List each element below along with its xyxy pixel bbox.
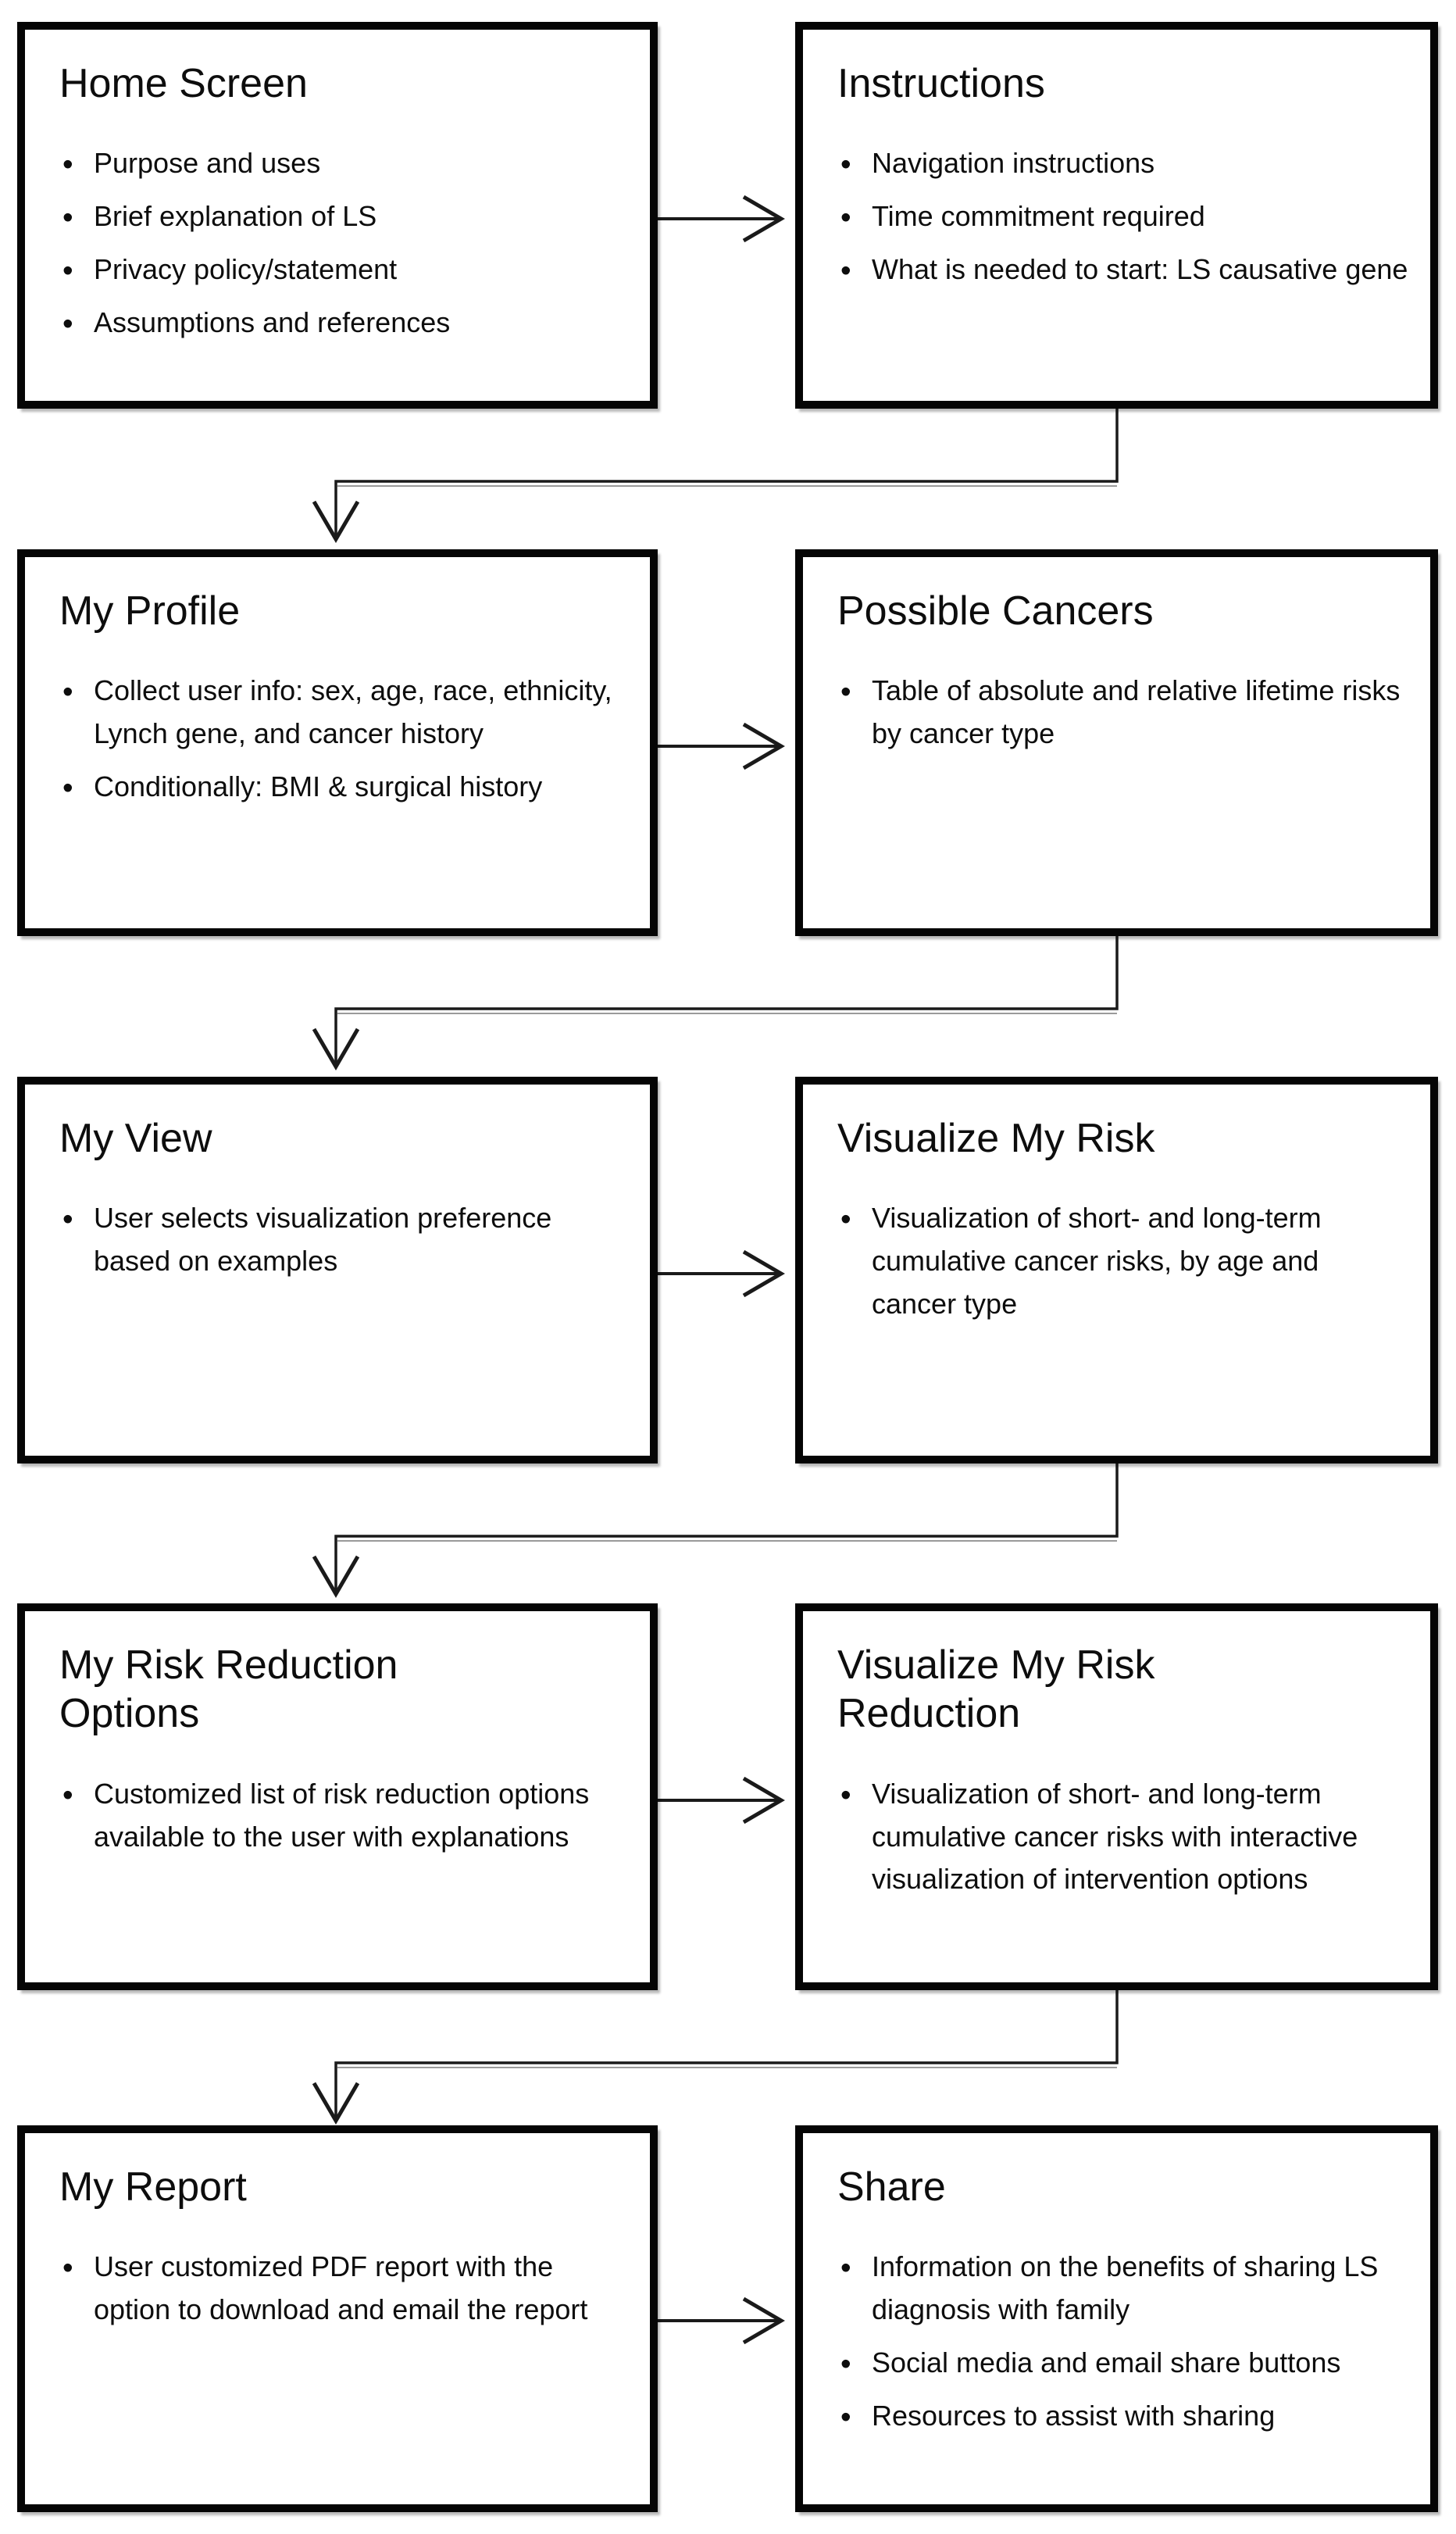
bullet-item: What is needed to start: LS causative ge… xyxy=(840,248,1410,294)
arrow-view-to-visualize-risk xyxy=(658,1249,785,1298)
arrow-options-to-visualize-reduction xyxy=(658,1776,785,1825)
box-title: Home Screen xyxy=(59,61,308,106)
box-bullet-list: Navigation instructionsTime commitment r… xyxy=(837,141,1410,294)
arrow-report-to-share xyxy=(658,2296,785,2345)
flow-box-share: Share Information on the benefits of sha… xyxy=(795,2125,1438,2512)
connector-visualize-reduction-to-report xyxy=(312,1989,1119,2125)
flow-box-my-risk-reduction-options: My Risk Reduction Options Customized lis… xyxy=(17,1603,658,1990)
connector-visualize-risk-to-options xyxy=(312,1463,1119,1598)
box-title: Visualize My Risk xyxy=(837,1116,1155,1161)
box-bullet-list: Collect user info: sex, age, race, ethni… xyxy=(59,669,630,811)
box-title: Instructions xyxy=(837,61,1045,106)
box-bullet-list: User selects visualization preference ba… xyxy=(59,1196,630,1282)
box-bullet-list: Purpose and usesBrief explanation of LS P… xyxy=(59,141,630,347)
flow-box-visualize-my-risk-reduction: Visualize My Risk Reduction Visualizatio… xyxy=(795,1603,1438,1990)
box-title: My Risk Reduction Options xyxy=(59,1642,398,1737)
box-bullet-list: User customized PDF report with the opti… xyxy=(59,2245,630,2331)
bullet-item: Information on the benefits of sharing L… xyxy=(840,2245,1410,2331)
bullet-item: Time commitment required xyxy=(840,195,1410,241)
bullet-item: Purpose and uses xyxy=(62,141,630,188)
flow-box-my-profile: My Profile Collect user info: sex, age, … xyxy=(17,549,658,936)
bullet-item: Navigation instructions xyxy=(840,141,1410,188)
connector-instructions-to-profile xyxy=(312,408,1119,543)
bullet-item: Assumptions and references xyxy=(62,301,630,347)
box-title: My Report xyxy=(59,2164,247,2210)
bullet-item: User selects visualization preference ba… xyxy=(62,1196,630,1282)
bullet-item: Privacy policy/statement xyxy=(62,248,630,294)
arrow-profile-to-possible-cancers xyxy=(658,722,785,770)
arrow-home-to-instructions xyxy=(658,195,785,243)
box-title: My View xyxy=(59,1116,212,1161)
bullet-item: Visualization of short- and long-term cu… xyxy=(840,1196,1410,1325)
flow-box-home-screen: Home Screen Purpose and usesBrief explan… xyxy=(17,22,658,409)
box-bullet-list: Visualization of short- and long-term cu… xyxy=(837,1772,1410,1901)
box-bullet-list: Table of absolute and relative lifetime … xyxy=(837,669,1410,755)
box-bullet-list: Information on the benefits of sharing L… xyxy=(837,2245,1410,2440)
flow-box-possible-cancers: Possible Cancers Table of absolute and r… xyxy=(795,549,1438,936)
bullet-item: Visualization of short- and long-term cu… xyxy=(840,1772,1410,1901)
bullet-item: Resources to assist with sharing xyxy=(840,2394,1410,2440)
flow-box-my-report: My Report User customized PDF report wit… xyxy=(17,2125,658,2512)
bullet-item: Customized list of risk reduction option… xyxy=(62,1772,630,1858)
bullet-item: Social media and email share buttons xyxy=(840,2341,1410,2387)
box-title: Share xyxy=(837,2164,946,2210)
box-bullet-list: Visualization of short- and long-term cu… xyxy=(837,1196,1410,1325)
bullet-item: Brief explanation of LS xyxy=(62,195,630,241)
bullet-item: Conditionally: BMI & surgical history xyxy=(62,765,630,811)
connector-possible-cancers-to-view xyxy=(312,935,1119,1070)
flow-box-my-view: My View User selects visualization prefe… xyxy=(17,1077,658,1464)
bullet-item: User customized PDF report with the opti… xyxy=(62,2245,630,2331)
bullet-item: Table of absolute and relative lifetime … xyxy=(840,669,1410,755)
box-title: My Profile xyxy=(59,588,241,634)
box-bullet-list: Customized list of risk reduction option… xyxy=(59,1772,630,1858)
flow-box-visualize-my-risk: Visualize My Risk Visualization of short… xyxy=(795,1077,1438,1464)
bullet-item: Collect user info: sex, age, race, ethni… xyxy=(62,669,630,755)
box-title: Possible Cancers xyxy=(837,588,1154,634)
flow-box-instructions: Instructions Navigation instructionsTime… xyxy=(795,22,1438,409)
box-title: Visualize My Risk Reduction xyxy=(837,1642,1155,1737)
